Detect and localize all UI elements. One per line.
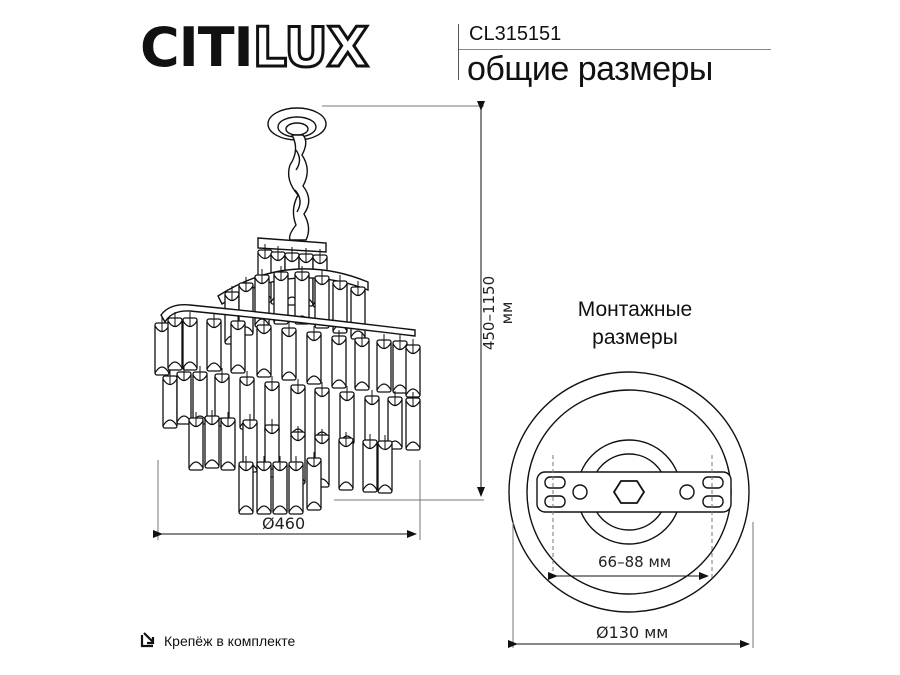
mounting-title: Монтажные размеры: [555, 296, 715, 352]
model-number: CL315151: [469, 23, 562, 45]
plate-diameter-dimension: [508, 522, 754, 648]
height-dimension: [322, 101, 485, 501]
mounting-title-line2: размеры: [592, 326, 678, 349]
plate-diameter-label: Ø130 мм: [596, 623, 669, 642]
arrow-into-box-icon: [140, 630, 158, 651]
brand-logo-outline: LUX: [251, 16, 370, 79]
page-title: общие размеры: [467, 50, 713, 88]
brand-logo: CITILUX: [140, 16, 370, 79]
header-divider-vertical: [458, 24, 459, 80]
mounting-title-line1: Монтажные: [577, 298, 693, 321]
chandelier-drawing: [154, 107, 421, 515]
bracket-dimension: [548, 455, 713, 580]
footer-text: Крепёж в комплекте: [164, 632, 296, 649]
brand-logo-solid: CITI: [140, 16, 254, 79]
header-divider-horizontal: [459, 49, 771, 50]
width-label: Ø460: [262, 514, 306, 533]
bracket-label: 66–88 мм: [596, 553, 674, 571]
mounting-plate-drawing: [508, 371, 750, 613]
width-dimension: [153, 460, 421, 540]
footer-note: Крепёж в комплекте: [140, 630, 295, 651]
height-label: 450–1150 мм: [480, 275, 516, 351]
